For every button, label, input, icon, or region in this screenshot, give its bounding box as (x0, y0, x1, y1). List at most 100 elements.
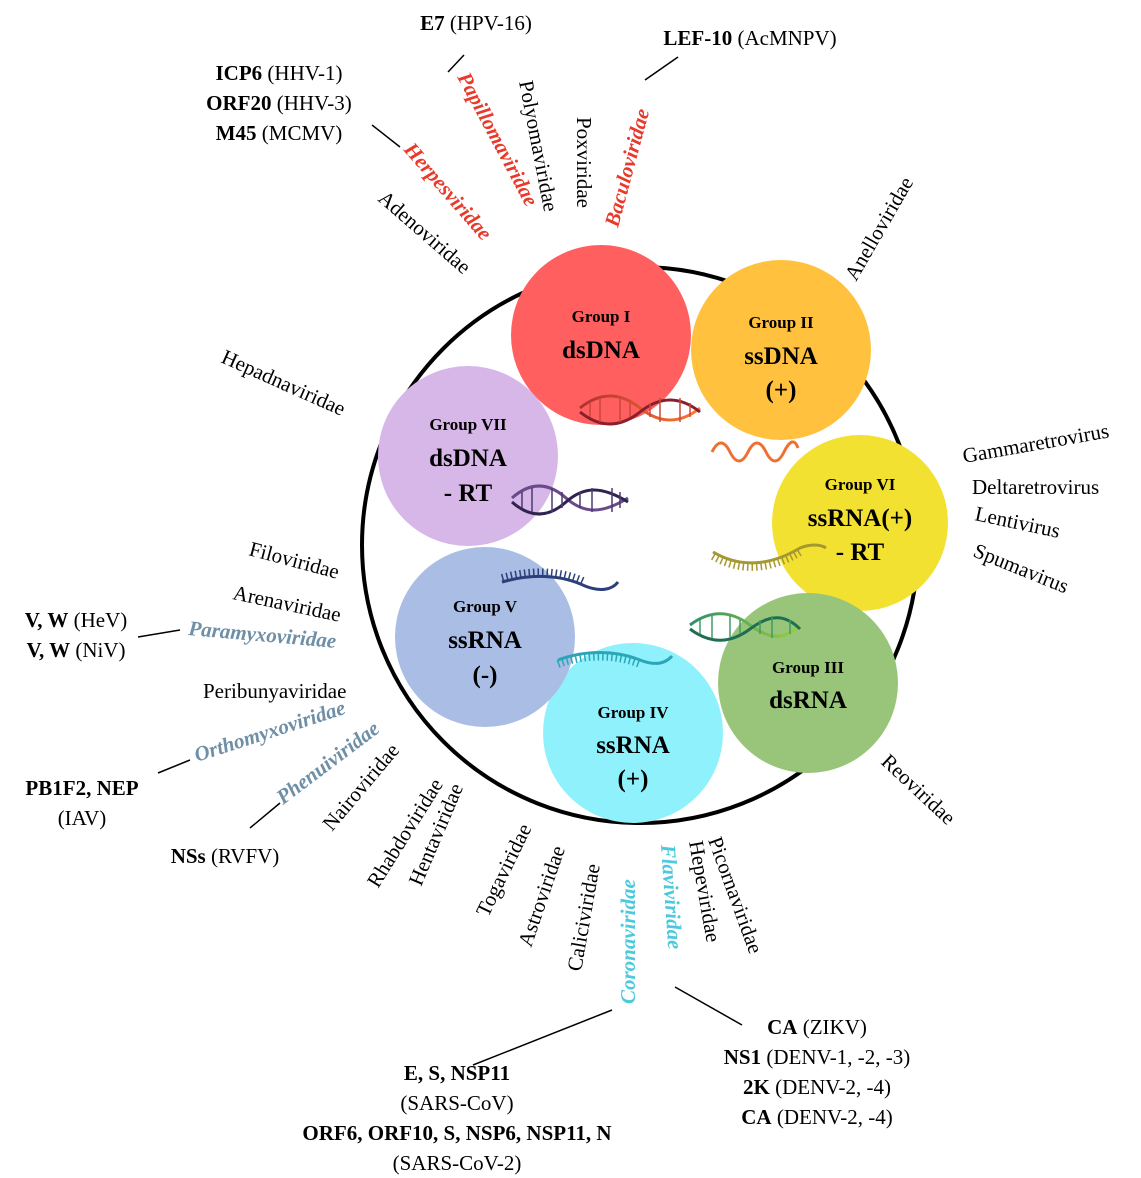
family-label-spumavirus: Spumavirus (970, 538, 1072, 598)
family-label-reoviridae: Reoviridae (877, 749, 961, 829)
leader-line-paramyxo (137, 629, 181, 638)
family-labels: Adenoviridae Herpesviridae Papillomaviri… (187, 67, 1111, 1004)
group-circle-iv (543, 643, 723, 823)
family-label-anelloviridae: Anelloviridae (840, 173, 919, 285)
annotation-herpes-strain-3: (MCMV) (257, 121, 343, 145)
leader-lines (137, 54, 743, 1066)
family-label-caliciviridae: Caliciviridae (562, 862, 604, 973)
annotation-paramyxo-strain-2: (NiV) (70, 638, 125, 662)
annotation-paramyxo-strain-1: (HeV) (68, 608, 127, 632)
group-circle-ii (691, 260, 871, 440)
family-label-coronaviridae: Coronaviridae (616, 879, 640, 1004)
annotation-corona-line-2: (SARS-CoV) (400, 1091, 513, 1115)
annotation-phenui: NSs (RVFV) (171, 844, 280, 868)
annotation-flavi-line-4: CA (DENV-2, -4) (741, 1105, 892, 1129)
annotation-herpes-protein-1: ICP6 (216, 61, 263, 85)
family-label-baculoviridae: Baculoviridae (599, 106, 654, 230)
family-label-arenaviridae: Arenaviridae (231, 580, 343, 626)
annotation-flavi-protein-1: CA (767, 1015, 798, 1039)
annotation-e7: E7 (HPV-16) (420, 11, 532, 35)
annotation-herpes-protein-3: M45 (216, 121, 257, 145)
annotations: E7 (HPV-16) LEF-10 (AcMNPV) ICP6 (HHV-1)… (25, 11, 910, 1175)
annotation-paramyxo-protein-2: V, W (27, 638, 71, 662)
group-sense-vii: - RT (444, 480, 493, 507)
annotation-e7-strain: (HPV-16) (445, 11, 532, 35)
leader-line-phenui (249, 802, 281, 829)
annotation-flavi-strain-2: (DENV-1, -2, -3) (761, 1045, 910, 1069)
ssrna-neg-strand-icon (500, 568, 620, 591)
leader-line-lef10 (644, 56, 679, 81)
annotation-flavi-strain-4: (DENV-2, -4) (772, 1105, 893, 1129)
family-label-flaviviridae: Flaviviridae (656, 843, 687, 950)
ssrna-rt-strand-icon (710, 543, 827, 571)
dsdna-helix-icon (579, 394, 701, 426)
family-label-lentivirus: Lentivirus (973, 501, 1062, 542)
group-sense-vi: - RT (836, 539, 885, 566)
annotation-paramyxo-protein-1: V, W (25, 608, 69, 632)
group-bubble-i: Group I dsDNA (511, 245, 691, 425)
leader-line-corona (472, 1009, 613, 1066)
group-sense-iv: (+) (618, 766, 649, 793)
annotation-herpes-strain-2: (HHV-3) (272, 91, 352, 115)
leader-line-herpes (371, 124, 401, 148)
group-circle-vi (772, 435, 948, 611)
family-label-gammaretrovirus: Gammaretrovirus (961, 419, 1111, 468)
annotation-lef10: LEF-10 (AcMNPV) (663, 26, 836, 50)
annotation-herpes-line-1: ICP6 (HHV-1) (216, 61, 343, 85)
family-label-deltaretrovirus: Deltaretrovirus (972, 475, 1099, 499)
annotation-flavi-line-1: CA (ZIKV) (767, 1015, 867, 1039)
annotation-orthomyxo-line-2: (IAV) (58, 806, 107, 830)
annotation-flavi-protein-4: CA (741, 1105, 772, 1129)
family-label-poxviridae: Poxviridae (572, 117, 596, 208)
group-circle-i (511, 245, 691, 425)
annotation-phenui-strain: (RVFV) (206, 844, 280, 868)
annotation-orthomyxo-strain: (IAV) (58, 806, 107, 830)
annotation-herpes-protein-2: ORF20 (206, 91, 271, 115)
group-bubble-iv: Group IV ssRNA (+) (543, 643, 723, 823)
group-sense-ii: (+) (766, 377, 797, 404)
annotation-phenui-protein: NSs (171, 844, 206, 868)
dsdna-rt-helix-icon (511, 484, 629, 516)
family-label-hepadnaviridae: Hepadnaviridae (218, 345, 349, 421)
group-bubble-vi: Group VI ssRNA(+) - RT (772, 435, 948, 611)
ssdna-strand-icon (710, 440, 800, 463)
annotation-corona-line-1: E, S, NSP11 (404, 1061, 510, 1085)
leader-line-flavi (674, 986, 743, 1026)
annotation-lef10-protein: LEF-10 (663, 26, 732, 50)
group-title-i: Group I (572, 307, 631, 326)
annotation-corona-strain-1: (SARS-CoV) (400, 1091, 513, 1115)
annotation-flavi-protein-3: 2K (743, 1075, 771, 1099)
annotation-paramyxo-line-2: V, W (NiV) (27, 638, 126, 662)
group-type-ii: ssDNA (744, 343, 818, 370)
annotation-lef10-strain: (AcMNPV) (732, 26, 836, 50)
annotation-paramyxo-line-1: V, W (HeV) (25, 608, 127, 632)
group-title-iv: Group IV (597, 703, 669, 722)
leader-line-e7 (447, 54, 465, 73)
annotation-orthomyxo-protein: PB1F2, NEP (25, 776, 138, 800)
leader-line-orthomyxo (157, 759, 191, 774)
group-title-v: Group V (453, 597, 518, 616)
annotation-flavi-strain-3: (DENV-2, -4) (770, 1075, 891, 1099)
dsrna-helix-icon (689, 612, 802, 642)
family-label-filoviridae: Filoviridae (247, 537, 342, 584)
annotation-herpes-strain-1: (HHV-1) (262, 61, 342, 85)
annotation-corona-strain-2: (SARS-CoV-2) (393, 1151, 522, 1175)
group-title-iii: Group III (772, 658, 844, 677)
group-circle-iii (718, 593, 898, 773)
group-type-i: dsDNA (562, 337, 640, 364)
group-type-vi: ssRNA(+) (808, 505, 913, 532)
annotation-e7-protein: E7 (420, 11, 445, 35)
group-bubble-v: Group V ssRNA (-) (395, 547, 575, 727)
group-bubble-vii: Group VII dsDNA - RT (378, 366, 558, 546)
family-label-peribunyaviridae: Peribunyaviridae (203, 679, 346, 703)
group-type-vii: dsDNA (429, 445, 507, 472)
group-title-vii: Group VII (429, 415, 507, 434)
annotation-corona-proteins-2: ORF6, ORF10, S, NSP6, NSP11, N (302, 1121, 611, 1145)
group-circle-v (395, 547, 575, 727)
annotation-flavi-line-2: NS1 (DENV-1, -2, -3) (724, 1045, 910, 1069)
annotation-flavi-protein-2: NS1 (724, 1045, 761, 1069)
annotation-corona-line-4: (SARS-CoV-2) (393, 1151, 522, 1175)
group-title-ii: Group II (748, 313, 814, 332)
annotation-orthomyxo-line-1: PB1F2, NEP (25, 776, 138, 800)
